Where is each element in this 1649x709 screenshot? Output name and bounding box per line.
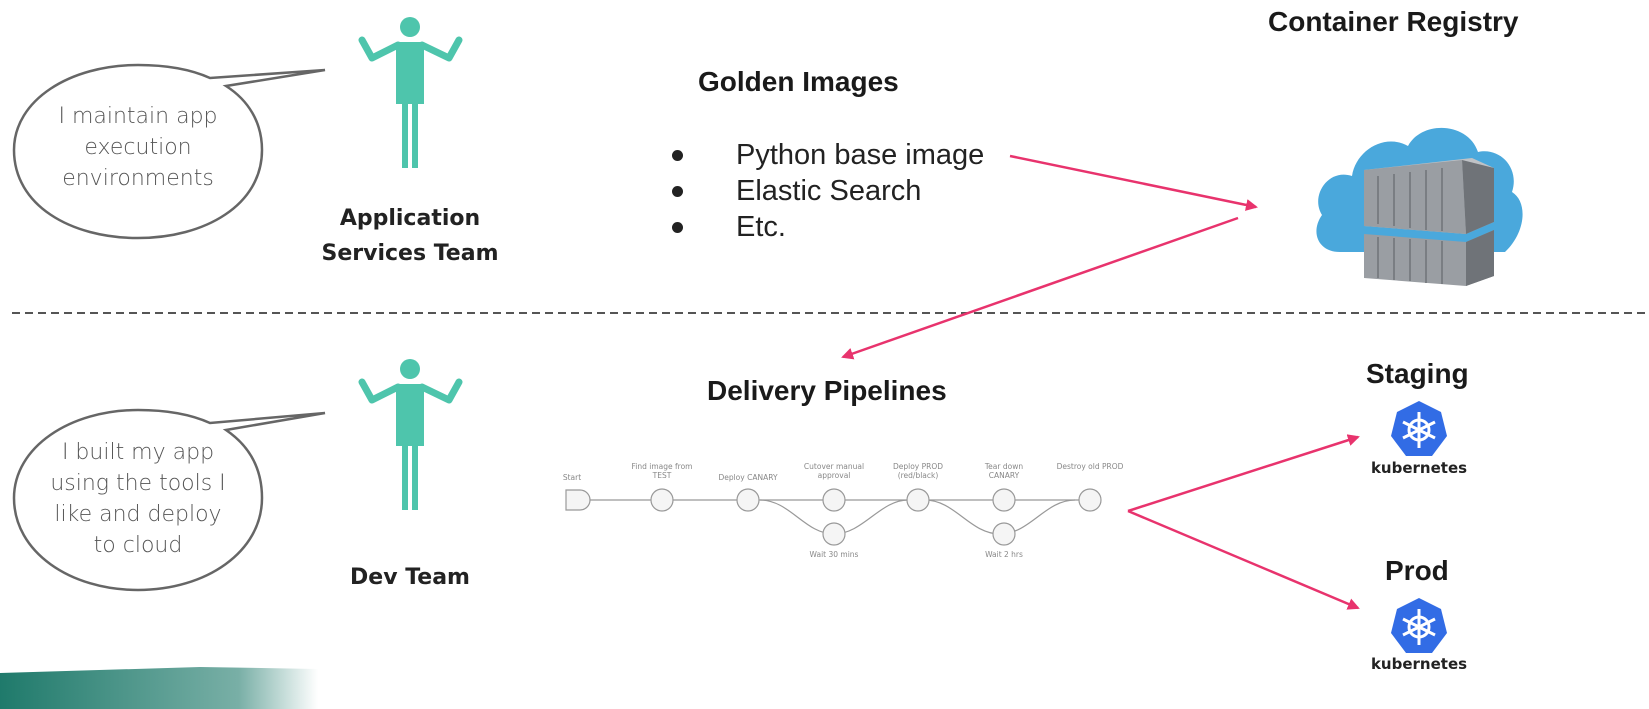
pipeline-label-deploy-canary: Deploy CANARY [718, 473, 778, 482]
heading-delivery-pipelines: Delivery Pipelines [707, 375, 947, 406]
footer-accent-bar [0, 667, 318, 709]
team-label-line1: Application [339, 206, 481, 231]
pipeline-node-destroy [1078, 488, 1102, 512]
pipeline-diagram [565, 488, 1102, 546]
pipeline-label-deploy-prod: Deploy PROD (red/black) [892, 462, 944, 480]
team-label-dev: Dev Team [350, 565, 470, 590]
pipeline-label-destroy: Destroy old PROD [1056, 462, 1124, 471]
list-item: Elastic Search [672, 173, 984, 209]
cloud-container-registry-icon [1316, 127, 1523, 286]
arrow-pipeline-to-prod [1127, 509, 1360, 610]
arrow-pipeline-to-staging [1127, 434, 1360, 513]
golden-images-list: Python base image Elastic Search Etc. [672, 137, 984, 245]
team-label-line2: Services Team [321, 241, 499, 266]
kubernetes-icon [1391, 401, 1447, 456]
heading-golden-images: Golden Images [698, 66, 899, 97]
list-item: Etc. [672, 209, 984, 245]
speech-bubble-top [12, 63, 326, 240]
kubernetes-wordmark-staging: kubernetes [1370, 459, 1468, 477]
speech-bubble-text-top: I maintain app execution environments [58, 104, 218, 191]
team-label-application-services: Application Services Team [300, 201, 520, 271]
pipeline-node-wait-2 [992, 522, 1016, 546]
heading-prod: Prod [1385, 555, 1449, 586]
kubernetes-icon [1391, 598, 1447, 653]
person-icon-top [358, 17, 463, 168]
pipeline-node-find-image [650, 488, 674, 512]
heading-staging: Staging [1366, 358, 1469, 389]
pipeline-node-cutover [822, 488, 846, 512]
pipeline-label-cutover: Cutover manual approval [803, 462, 865, 480]
pipeline-label-tear-down: Tear down CANARY [984, 462, 1024, 480]
speech-bubble-bottom [12, 408, 326, 592]
pipeline-node-start [565, 489, 591, 511]
kubernetes-wordmark-prod: kubernetes [1370, 655, 1468, 673]
pipeline-label-wait-30: Wait 30 mins [809, 550, 859, 559]
pipeline-node-tear-down [992, 488, 1016, 512]
arrow-images-to-registry [1009, 154, 1258, 211]
speech-bubble-text-bottom: I built my app using the tools I like an… [50, 440, 226, 558]
heading-container-registry: Container Registry [1268, 6, 1519, 37]
pipeline-node-deploy-prod [906, 488, 930, 512]
pipeline-node-wait-30 [822, 522, 846, 546]
pipeline-label-wait-2: Wait 2 hrs [985, 550, 1023, 559]
list-item: Python base image [672, 137, 984, 173]
arrow-registry-to-pipelines [841, 216, 1239, 360]
pipeline-node-deploy-canary [736, 488, 760, 512]
pipeline-label-find-image: Find image from TEST [631, 462, 693, 480]
person-icon-bottom [358, 359, 463, 510]
pipeline-label-start: Start [562, 473, 582, 482]
